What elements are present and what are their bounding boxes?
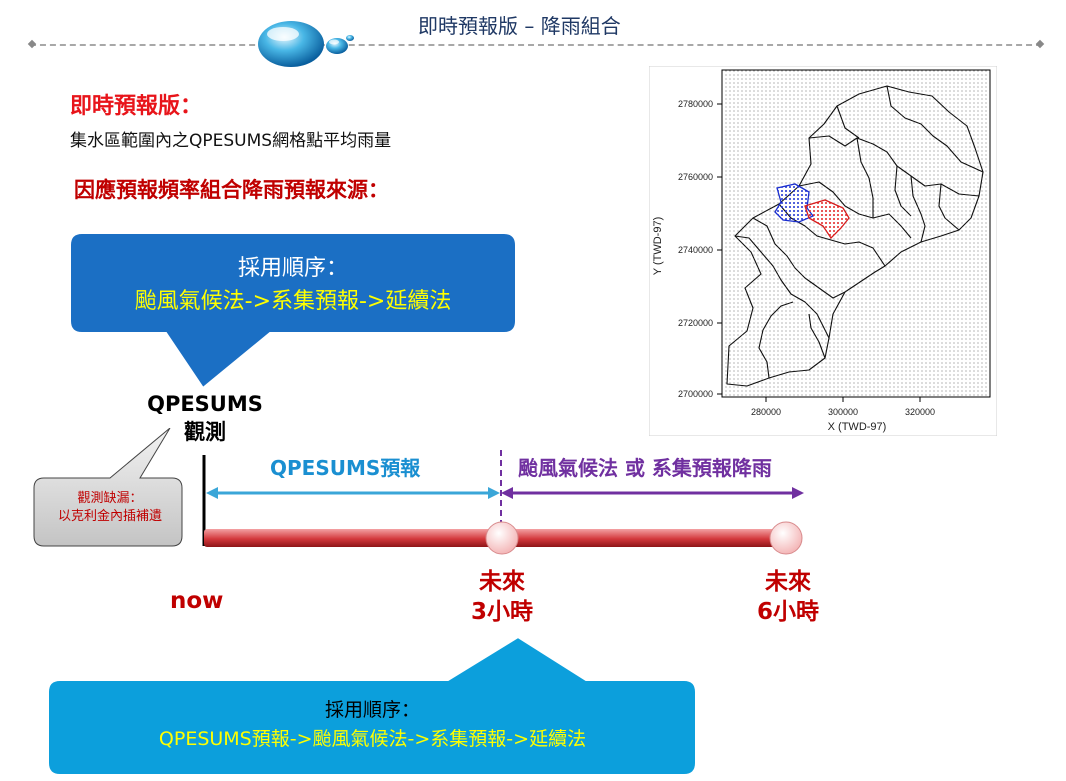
typhoon-ensemble-arrow	[501, 487, 804, 499]
observation-label: QPESUMS 觀測	[120, 390, 290, 446]
y-tick-label: 2780000	[678, 99, 713, 109]
header-divider	[30, 44, 1042, 46]
blue-subcatchment	[774, 183, 815, 223]
qpesums-forecast-arrow	[206, 487, 500, 499]
catchment-map: 2780000 2760000 2740000 2720000 2700000 …	[649, 66, 997, 436]
x-tick-label: 280000	[751, 407, 781, 417]
slide-title: 即時預報版 – 降雨組合	[418, 14, 621, 38]
future-3h-label: 未來 3小時	[452, 567, 552, 627]
six-hour-node	[769, 521, 803, 555]
future-3h-line2: 3小時	[470, 599, 533, 625]
observation-label-line1: QPESUMS	[147, 392, 263, 416]
gap-note-callout	[33, 428, 183, 547]
x-tick-label: 320000	[905, 407, 935, 417]
bottom-callout-text: 採用順序： QPESUMS預報->颱風氣候法->系集預報->延續法	[50, 696, 695, 754]
forecast-timeline	[202, 450, 804, 555]
top-callout-bubble	[70, 233, 516, 390]
bottom-callout-line1: 採用順序：	[324, 699, 420, 721]
map-y-axis-label: Y (TWD-97)	[652, 217, 664, 275]
top-callout-line2: 颱風氣候法->系集預報->延續法	[134, 289, 452, 314]
now-label: now	[170, 588, 224, 614]
red-subcatchment	[804, 199, 850, 240]
bottom-callout-bubble	[47, 635, 697, 776]
future-6h-line1: 未來	[765, 569, 811, 595]
bottom-callout-line2: QPESUMS預報->颱風氣候法->系集預報->延續法	[158, 728, 587, 750]
gap-note-line2: 以克利金內插補遺	[57, 509, 162, 524]
map-x-axis-label: X (TWD-97)	[828, 421, 887, 433]
divider-end-left	[27, 39, 37, 49]
gap-note-text: 觀測缺漏： 以克利金內插補遺	[38, 490, 182, 526]
section-description: 集水區範圍內之QPESUMS網格點平均雨量	[70, 131, 392, 151]
map-plot-area	[721, 69, 991, 398]
top-callout-text: 採用順序： 颱風氣候法->系集預報->延續法	[70, 252, 516, 318]
y-tick-label: 2760000	[678, 172, 713, 182]
gap-note-line1: 觀測缺漏：	[77, 491, 143, 506]
water-drop-logo	[258, 21, 354, 67]
three-hour-node	[485, 521, 519, 555]
typhoon-ensemble-label: 颱風氣候法 或 系集預報降雨	[518, 456, 772, 480]
future-6h-label: 未來 6小時	[738, 567, 838, 627]
section-title: 即時預報版：	[70, 94, 203, 119]
x-tick-label: 300000	[828, 407, 858, 417]
qpesums-forecast-label: QPESUMS預報	[270, 456, 421, 480]
y-tick-label: 2740000	[678, 245, 713, 255]
divider-end-right	[1035, 39, 1045, 49]
observation-label-line2: 觀測	[184, 420, 226, 444]
top-callout-line1: 採用順序：	[237, 256, 348, 281]
y-tick-label: 2700000	[678, 389, 713, 399]
combination-heading: 因應預報頻率組合降雨預報來源：	[74, 178, 389, 202]
future-6h-line2: 6小時	[756, 599, 819, 625]
y-tick-label: 2720000	[678, 318, 713, 328]
future-3h-line1: 未來	[479, 569, 525, 595]
